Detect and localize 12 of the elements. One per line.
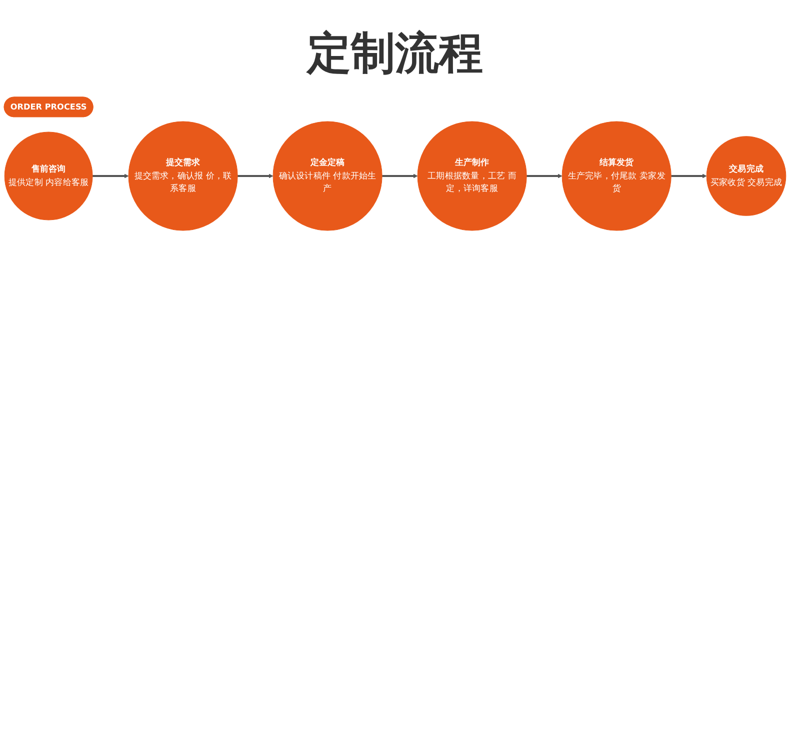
node-circle: 结算发货 生产完毕，付尾款 卖家发货 [562, 121, 672, 231]
node-circle: 售前咨询 提供定制 内容给客服 [4, 132, 93, 220]
arrow [671, 174, 707, 178]
arrow [526, 174, 562, 178]
node-circle: 交易完成 买家收货 交易完成 [706, 136, 786, 216]
arrow [92, 174, 129, 178]
node-circle: 提交需求 提交需求，确认报 价，联系客服 [128, 121, 238, 231]
node-circle: 生产制作 工期根据数量，工艺 而定，详询客服 [417, 121, 527, 231]
arrow [382, 174, 418, 178]
arrow [238, 174, 274, 178]
diagram-title: 定制流程 [305, 27, 484, 81]
node-circle: 定金定稿 确认设计稿件 付款开始生产 [272, 121, 382, 231]
